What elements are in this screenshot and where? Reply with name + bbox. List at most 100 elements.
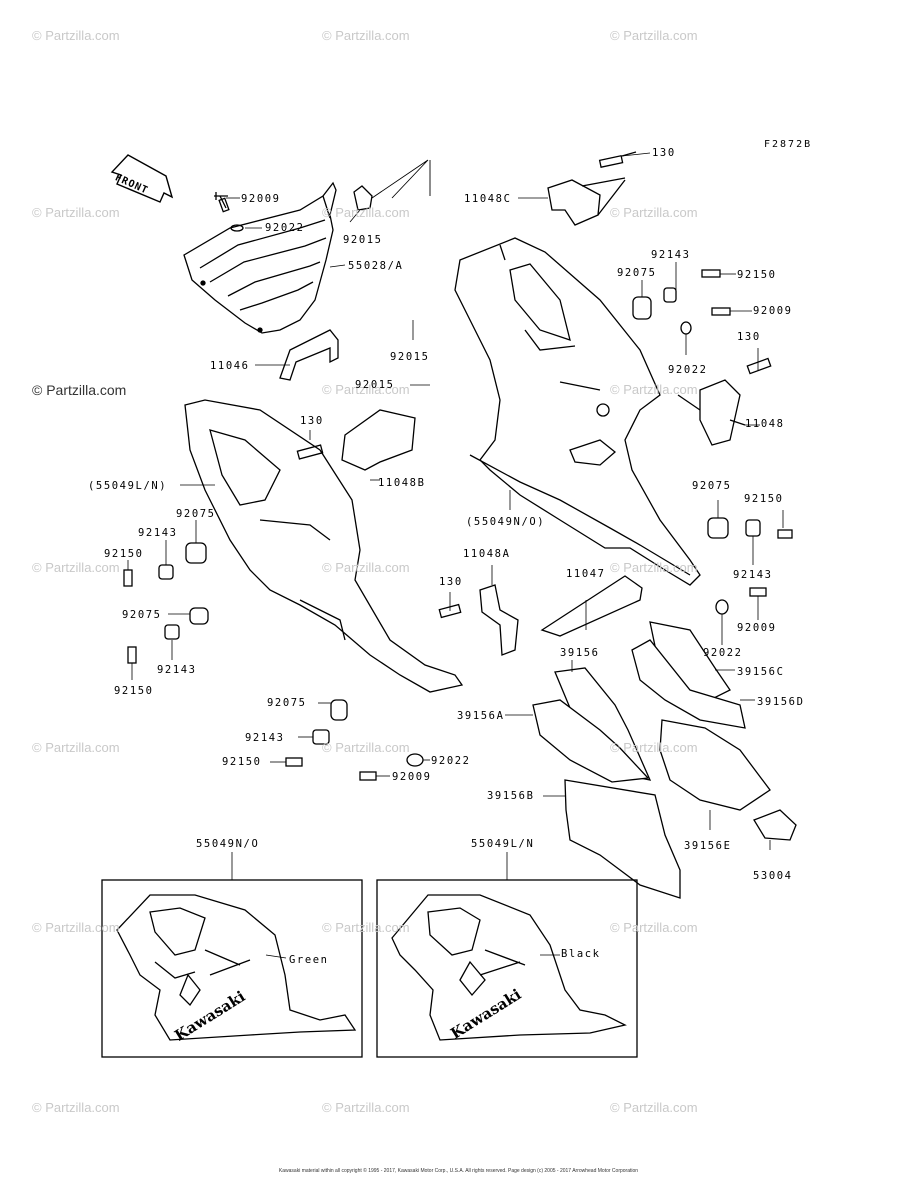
watermark: © Partzilla.com <box>610 920 698 935</box>
collar-92143-icon <box>663 287 677 303</box>
washer-92022-icon <box>230 224 244 232</box>
callout-130: 130 <box>439 576 463 588</box>
callout-92022: 92022 <box>431 755 471 767</box>
clip-92015-icon <box>353 185 373 211</box>
variant-right-label: 55049L/N <box>471 838 535 850</box>
callout-11048A: 11048A <box>463 548 511 560</box>
watermark: © Partzilla.com <box>322 382 410 397</box>
callout-92143: 92143 <box>157 664 197 676</box>
fairing-right-part <box>454 237 701 586</box>
watermark: © Partzilla.com <box>32 205 120 220</box>
screw-92009-d-icon <box>359 771 377 781</box>
panel-39156A-part <box>532 699 650 783</box>
callout-39156C: 39156C <box>737 666 785 678</box>
variant-left-label: 55049N/O <box>196 838 260 850</box>
callout-53004: 53004 <box>753 870 793 882</box>
watermark: © Partzilla.com <box>610 1100 698 1115</box>
callout-92150: 92150 <box>222 756 262 768</box>
watermark: © Partzilla.com <box>32 382 127 398</box>
callout-92009: 92009 <box>241 193 281 205</box>
callout-39156B: 39156B <box>487 790 535 802</box>
watermark: © Partzilla.com <box>32 28 120 43</box>
grommet-92075-c-icon <box>189 607 209 625</box>
bolt-130-d-icon <box>438 603 462 619</box>
bolt-130-b-icon <box>296 444 324 460</box>
watermark: © Partzilla.com <box>32 560 120 575</box>
callout-92009: 92009 <box>392 771 432 783</box>
grommet-92075-d-icon <box>707 517 729 539</box>
watermark: © Partzilla.com <box>322 1100 410 1115</box>
washer-92022-c-icon <box>715 599 729 615</box>
grommet-92075-b-icon <box>185 542 207 564</box>
callout-130: 130 <box>652 147 676 159</box>
callout-92150: 92150 <box>744 493 784 505</box>
callout-92075: 92075 <box>692 480 732 492</box>
collar-92143-b-icon <box>158 564 174 580</box>
callout-39156A: 39156A <box>457 710 505 722</box>
panel-39156E-part <box>659 719 771 811</box>
callout-39156: 39156 <box>560 647 600 659</box>
bolt-130-c-icon <box>746 357 772 375</box>
screw-92150-c-icon <box>127 646 137 664</box>
front-arrow-icon <box>110 154 174 203</box>
callout-92150: 92150 <box>114 685 154 697</box>
upper-cowl-part <box>183 181 337 334</box>
screw-92009-icon <box>214 192 230 213</box>
watermark: © Partzilla.com <box>610 560 698 575</box>
screw-92150-e-icon <box>285 757 303 767</box>
screw-92150-b-icon <box>123 569 133 587</box>
callout-55028A: 55028/A <box>348 260 404 272</box>
callout-55049LN: (55049L/N) <box>88 480 168 492</box>
watermark: © Partzilla.com <box>322 205 410 220</box>
watermark: © Partzilla.com <box>322 740 410 755</box>
callout-11048C: 11048C <box>464 193 512 205</box>
callout-92022: 92022 <box>703 647 743 659</box>
bracket-11048-part <box>677 379 746 446</box>
callout-92143: 92143 <box>733 569 773 581</box>
watermark: © Partzilla.com <box>32 1100 120 1115</box>
bracket-11048A-part <box>479 584 519 656</box>
callout-11046: 11046 <box>210 360 250 372</box>
watermark: © Partzilla.com <box>322 920 410 935</box>
screw-92150-d-icon <box>777 529 793 539</box>
callout-92015: 92015 <box>355 379 395 391</box>
variant-left-color: Green <box>289 954 329 966</box>
panel-39156B-part <box>564 779 681 899</box>
callout-92075: 92075 <box>617 267 657 279</box>
grommet-92075-e-icon <box>330 699 348 721</box>
callout-92075: 92075 <box>122 609 162 621</box>
fairing-left-part <box>184 399 464 693</box>
watermark: © Partzilla.com <box>610 382 698 397</box>
watermark: © Partzilla.com <box>32 740 120 755</box>
bolt-130-icon <box>598 151 637 168</box>
copyright-text: Kawasaki material within all copyright ©… <box>278 1168 639 1174</box>
variant-right-color: Black <box>561 948 601 960</box>
callout-92143: 92143 <box>651 249 691 261</box>
screw-92009-b-icon <box>711 307 731 316</box>
callout-92150: 92150 <box>104 548 144 560</box>
variant-box-right <box>376 852 638 1058</box>
bracket-11048C-part <box>547 177 626 226</box>
bracket-11048B-part <box>341 409 416 471</box>
watermark: © Partzilla.com <box>32 920 120 935</box>
callout-55049NO: (55049N/O) <box>466 516 546 528</box>
screw-92150-icon <box>701 269 721 278</box>
screw-92009-c-icon <box>749 587 767 597</box>
callout-92143: 92143 <box>245 732 285 744</box>
leader-lines <box>127 152 784 850</box>
washer-92022-b-icon <box>680 321 692 335</box>
collar-92143-c-icon <box>164 624 180 640</box>
callout-92022: 92022 <box>265 222 305 234</box>
callout-92009: 92009 <box>737 622 777 634</box>
bracket-11046-part <box>279 329 339 381</box>
watermark: © Partzilla.com <box>610 740 698 755</box>
callout-92015: 92015 <box>390 351 430 363</box>
callout-92150: 92150 <box>737 269 777 281</box>
callout-39156E: 39156E <box>684 840 732 852</box>
callout-92015: 92015 <box>343 234 383 246</box>
callout-92143: 92143 <box>138 527 178 539</box>
watermark: © Partzilla.com <box>610 205 698 220</box>
callout-11048: 11048 <box>745 418 785 430</box>
bracket-11047-part <box>540 575 643 637</box>
